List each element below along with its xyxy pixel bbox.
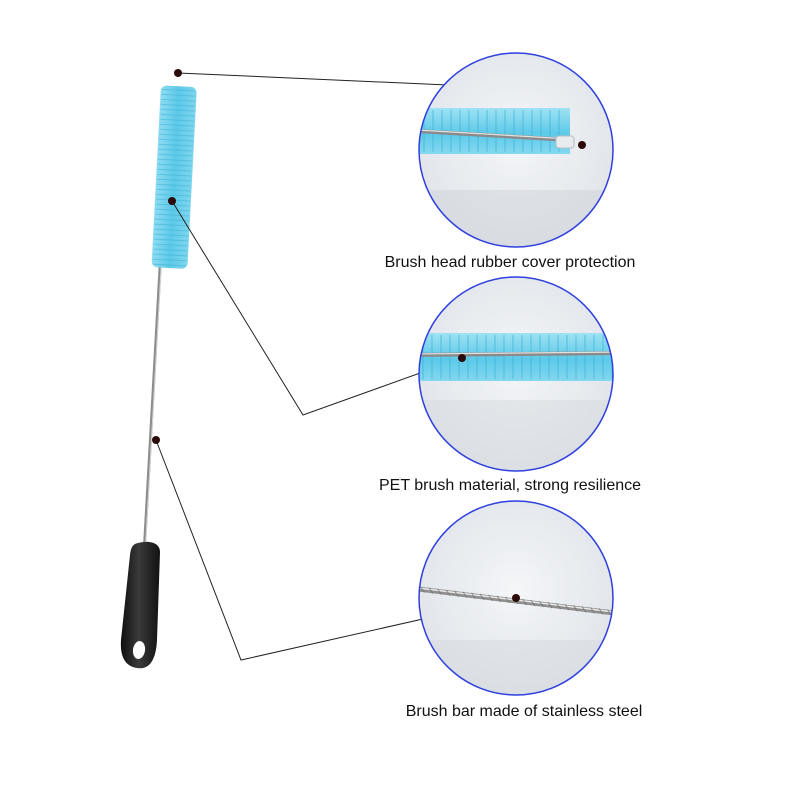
- texture-stroke: [547, 601, 553, 609]
- texture-stroke: [590, 607, 595, 614]
- texture-stroke: [412, 585, 416, 591]
- texture-stroke: [153, 243, 188, 247]
- brush-handle: [120, 541, 160, 669]
- texture-stroke: [161, 93, 196, 97]
- texture-stroke: [420, 586, 425, 593]
- texture-stroke: [158, 148, 193, 152]
- leader-dot: [168, 197, 176, 205]
- handle-hang-hole: [132, 641, 146, 659]
- brush: [120, 85, 197, 669]
- texture-stroke: [154, 233, 189, 237]
- texture-stroke: [157, 168, 192, 172]
- texture-stroke: [155, 203, 190, 207]
- texture-stroke: [153, 238, 188, 242]
- texture-stroke: [581, 606, 587, 613]
- texture-stroke: [156, 183, 191, 187]
- texture-stroke: [160, 103, 195, 107]
- texture-stroke: [152, 258, 187, 262]
- texture-stroke: [598, 608, 604, 615]
- leader-dot: [458, 354, 466, 362]
- leader-line-bristle: [171, 200, 463, 416]
- texture-stroke: [428, 587, 434, 594]
- caption-stainless-bar: Brush bar made of stainless steel: [405, 703, 643, 720]
- texture-stroke: [479, 593, 485, 601]
- texture-stroke: [505, 596, 510, 604]
- detail-circle-bristles: [418, 276, 614, 472]
- texture-stroke: [471, 592, 476, 600]
- texture-stroke: [539, 600, 544, 608]
- caption-pet-bristles: PET brush material, strong resilience: [378, 477, 642, 494]
- texture-stroke: [155, 208, 190, 212]
- texture-stroke: [156, 193, 191, 197]
- texture-stroke: [160, 118, 195, 122]
- caption-rubber-cover: Brush head rubber cover protection: [384, 254, 636, 271]
- detail-circle-bar: [412, 500, 629, 696]
- texture-stroke: [161, 98, 196, 102]
- texture-stroke: [157, 163, 192, 167]
- texture-stroke: [154, 218, 189, 222]
- texture-stroke: [159, 123, 194, 127]
- texture-stroke: [160, 113, 195, 117]
- texture-stroke: [152, 263, 187, 267]
- texture-stroke: [522, 598, 527, 606]
- texture-stroke: [445, 589, 451, 596]
- texture-stroke: [156, 188, 191, 192]
- texture-stroke: [556, 602, 561, 610]
- texture-stroke: [156, 178, 192, 182]
- texture-stroke: [157, 173, 192, 177]
- texture-stroke: [496, 595, 502, 603]
- texture-stroke: [158, 143, 193, 147]
- texture-stroke: [573, 605, 578, 612]
- texture-stroke: [159, 128, 194, 132]
- leader-dot: [578, 141, 586, 149]
- brush-bristle-head: [151, 85, 197, 269]
- texture-stroke: [616, 611, 620, 617]
- texture-stroke: [160, 108, 195, 112]
- detail-circle-tip: [418, 52, 614, 248]
- texture-stroke: [564, 603, 570, 611]
- texture-stroke: [159, 138, 194, 142]
- leader-dots: [152, 69, 182, 444]
- texture-stroke: [154, 228, 189, 232]
- leader-dot: [512, 594, 520, 602]
- texture-stroke: [607, 609, 612, 616]
- leader-dot: [174, 69, 182, 77]
- texture-stroke: [158, 158, 193, 162]
- leader-dot: [152, 436, 160, 444]
- texture-stroke: [530, 599, 536, 607]
- texture-stroke: [153, 253, 188, 257]
- texture-stroke: [154, 223, 189, 227]
- texture-stroke: [462, 591, 468, 599]
- texture-stroke: [153, 248, 188, 252]
- texture-stroke: [454, 590, 459, 597]
- texture-stroke: [161, 88, 196, 92]
- texture-stroke: [625, 612, 629, 618]
- texture-stroke: [437, 588, 442, 595]
- texture-stroke: [488, 594, 493, 602]
- texture-stroke: [158, 153, 193, 157]
- texture-stroke: [159, 133, 194, 137]
- texture-stroke: [155, 213, 190, 217]
